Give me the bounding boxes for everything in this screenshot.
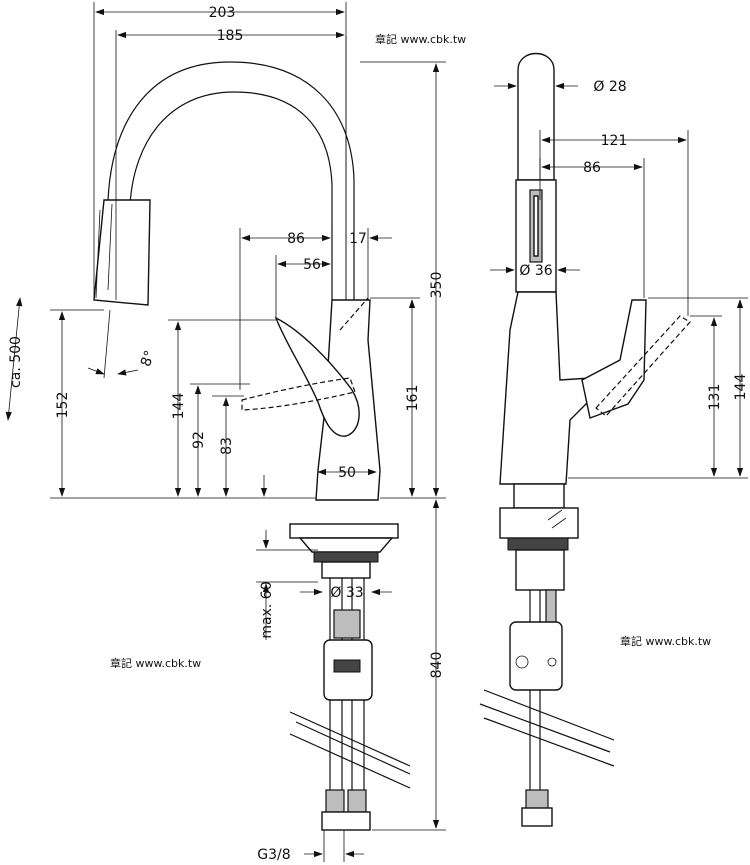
dim-144-front: 144	[171, 393, 187, 420]
dim-83: 83	[219, 437, 235, 455]
dim-144-side: 144	[733, 374, 749, 401]
front-dimension-lines	[5, 2, 446, 862]
dim-152: 152	[55, 392, 71, 419]
dim-56: 56	[303, 257, 321, 273]
side-spray-head	[517, 53, 555, 181]
spout-inner	[129, 91, 333, 300]
front-view	[93, 61, 411, 831]
dim-131: 131	[707, 384, 723, 411]
dim-92: 92	[191, 431, 207, 449]
dim-8deg: 8°	[138, 348, 158, 368]
side-dimension-lines	[490, 82, 748, 479]
dim-dia33: Ø 33	[330, 585, 363, 601]
side-connector-nut	[521, 807, 553, 827]
side-view	[479, 53, 691, 827]
side-lever-handle	[581, 299, 647, 419]
dim-840: 840	[429, 652, 445, 679]
lever-handle	[274, 316, 360, 437]
watermark-left: 章記 www.cbk.tw	[110, 656, 201, 670]
lever-dashed-upper	[339, 297, 369, 331]
watermark-right: 章記 www.cbk.tw	[620, 634, 711, 648]
watermark-top: 章記 www.cbk.tw	[375, 32, 466, 46]
dim-ca500: ca. 500	[8, 336, 24, 388]
side-control-box	[509, 621, 563, 691]
dim-203: 203	[209, 5, 236, 21]
dim-17: 17	[349, 231, 367, 247]
dim-max60: max. 60	[259, 581, 275, 638]
dim-350: 350	[429, 272, 445, 299]
dim-50: 50	[338, 465, 356, 481]
connector-nuts	[321, 811, 371, 831]
base-plate	[289, 523, 399, 539]
side-faucet-body	[499, 291, 591, 485]
side-lever-dashed	[595, 315, 691, 417]
side-countertop-section	[479, 689, 615, 767]
spout-outer	[107, 61, 355, 300]
side-base-threads	[507, 537, 569, 551]
dim-86-front: 86	[287, 231, 305, 247]
spray-head	[93, 199, 151, 306]
dim-dia36: Ø 36	[519, 263, 552, 279]
dim-dia28: Ø 28	[593, 79, 626, 95]
lever-dashed-position	[241, 377, 356, 411]
dim-121: 121	[601, 133, 628, 149]
dim-86-side: 86	[583, 160, 601, 176]
side-base-plate	[499, 507, 579, 539]
dim-185: 185	[217, 28, 244, 44]
dim-g38: G3/8	[257, 847, 290, 863]
dim-161: 161	[405, 385, 421, 412]
countertop-section	[289, 711, 411, 789]
base-threads	[313, 551, 379, 563]
